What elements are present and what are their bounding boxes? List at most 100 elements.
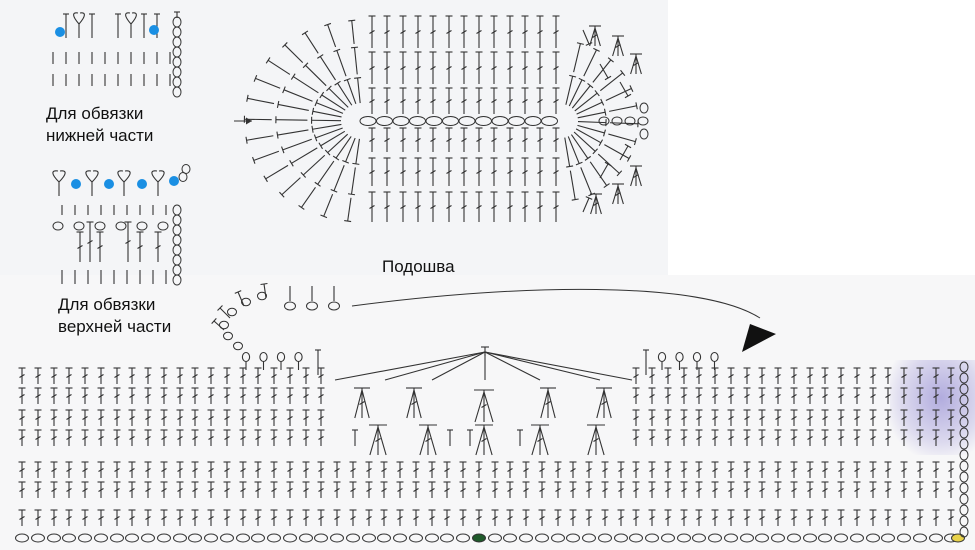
chain-stitch-symbol	[755, 533, 769, 543]
stitch-post-symbol	[352, 429, 358, 446]
top-edging-chart	[52, 164, 191, 286]
double-crochet-symbol	[18, 461, 26, 478]
bottom-edging-label-line2: нижней части	[46, 126, 154, 145]
angled-stitch-symbol	[348, 19, 356, 44]
double-crochet-symbol	[774, 481, 782, 498]
stitch-post-symbol	[174, 11, 180, 18]
double-crochet-symbol	[270, 387, 278, 404]
double-crochet-symbol	[414, 157, 422, 186]
double-crochet-symbol	[932, 409, 940, 426]
double-crochet-symbol	[302, 461, 310, 478]
double-crochet-symbol	[837, 367, 845, 384]
double-crochet-symbol	[648, 387, 656, 404]
double-crochet-symbol	[932, 387, 940, 404]
double-crochet-symbol	[475, 509, 483, 526]
double-crochet-symbol	[18, 409, 26, 426]
angled-stitch-symbol	[275, 116, 308, 124]
double-crochet-symbol	[632, 509, 640, 526]
double-crochet-symbol	[144, 409, 152, 426]
double-crochet-symbol	[18, 367, 26, 384]
double-crochet-symbol	[368, 87, 376, 114]
angled-stitch-symbol	[599, 161, 612, 179]
double-crochet-symbol	[743, 367, 751, 384]
double-crochet-symbol	[223, 481, 231, 498]
inverted-stitch-column	[414, 127, 422, 222]
angled-stitch-symbol	[597, 153, 623, 177]
double-crochet-symbol	[680, 387, 688, 404]
double-crochet-symbol	[399, 127, 407, 152]
double-crochet-symbol	[916, 429, 924, 446]
angled-stitch-symbol	[211, 318, 225, 331]
double-crochet-symbol	[884, 409, 892, 426]
chain-stitch-symbol	[959, 427, 969, 439]
double-crochet-symbol	[552, 15, 560, 48]
double-crochet-symbol	[727, 461, 735, 478]
double-crochet-symbol	[270, 367, 278, 384]
double-crochet-symbol	[176, 387, 184, 404]
double-crochet-symbol	[916, 509, 924, 526]
blue-marker-dot	[137, 179, 147, 189]
double-crochet-symbol	[239, 509, 247, 526]
shell-fan-symbol	[406, 387, 422, 419]
fan-ray	[431, 351, 486, 381]
double-crochet-symbol	[286, 387, 294, 404]
double-crochet-symbol	[136, 231, 144, 262]
double-crochet-symbol	[490, 157, 498, 186]
double-crochet-symbol	[368, 15, 376, 48]
double-crochet-symbol	[302, 387, 310, 404]
double-crochet-symbol	[680, 461, 688, 478]
angled-stitch-symbol	[265, 57, 291, 75]
double-crochet-symbol	[664, 387, 672, 404]
double-crochet-symbol	[317, 461, 325, 478]
double-crochet-symbol	[743, 509, 751, 526]
double-crochet-symbol	[317, 429, 325, 446]
double-crochet-symbol	[806, 509, 814, 526]
double-crochet-symbol	[97, 461, 105, 478]
double-crochet-symbol	[475, 461, 483, 478]
chain-stitch-symbol	[724, 533, 738, 543]
double-crochet-symbol	[18, 429, 26, 446]
angled-stitch-symbol	[311, 123, 342, 133]
chain-stitch-symbol	[172, 224, 182, 236]
double-crochet-symbol	[302, 481, 310, 498]
top-edging-label-line2: верхней части	[58, 317, 172, 336]
double-crochet-symbol	[380, 461, 388, 478]
double-crochet-symbol	[81, 461, 89, 478]
chain-stitch-symbol	[645, 533, 659, 543]
double-crochet-symbol	[81, 409, 89, 426]
double-crochet-symbol	[239, 387, 247, 404]
chain-stitch-symbol	[624, 116, 636, 126]
double-crochet-symbol	[727, 429, 735, 446]
double-crochet-symbol	[239, 367, 247, 384]
double-crochet-symbol	[97, 367, 105, 384]
double-crochet-symbol	[333, 481, 341, 498]
double-crochet-symbol	[286, 409, 294, 426]
angled-stitch-symbol	[246, 94, 275, 105]
double-crochet-symbol	[270, 481, 278, 498]
double-crochet-symbol	[506, 509, 514, 526]
chain-stitch-symbol	[172, 26, 182, 38]
shell-fan-symbol	[474, 389, 494, 423]
angled-stitch-symbol	[245, 135, 274, 144]
double-crochet-symbol	[900, 509, 908, 526]
double-crochet-symbol	[191, 481, 199, 498]
double-crochet-symbol	[176, 509, 184, 526]
double-crochet-symbol	[223, 387, 231, 404]
double-crochet-symbol	[333, 509, 341, 526]
inverted-stitch-column	[475, 127, 483, 222]
picot-symbol	[117, 170, 131, 196]
double-crochet-symbol	[254, 387, 262, 404]
double-crochet-symbol	[680, 509, 688, 526]
double-crochet-symbol	[601, 509, 609, 526]
double-crochet-symbol	[50, 481, 58, 498]
double-crochet-symbol	[774, 461, 782, 478]
double-crochet-symbol	[207, 509, 215, 526]
stitch-post-symbol	[467, 429, 473, 446]
double-crochet-symbol	[412, 509, 420, 526]
double-crochet-symbol	[396, 481, 404, 498]
inverted-stitch-column	[399, 127, 407, 222]
double-crochet-symbol	[554, 461, 562, 478]
shell-fan-symbol	[630, 53, 642, 75]
angled-stitch-symbol	[599, 63, 612, 81]
double-crochet-symbol	[506, 191, 514, 222]
